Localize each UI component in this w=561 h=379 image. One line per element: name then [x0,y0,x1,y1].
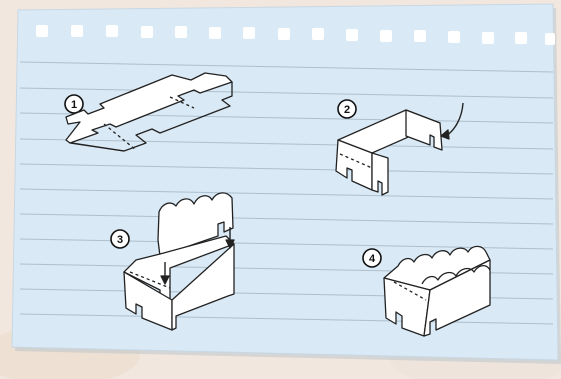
binding-holes [36,25,555,45]
assembled-holder-icon [383,245,491,337]
step-4-number: 4 [369,253,376,265]
step-4-badge [362,248,382,268]
step-2-number: 2 [344,104,350,116]
step-3-number: 3 [117,234,123,246]
flat-piece-icon [65,72,233,152]
step-1-number: 1 [71,99,77,111]
ruled-lines [19,61,554,325]
step-2-badge [337,99,357,119]
fold-piece-icon [335,102,464,196]
step-3-badge [110,229,130,249]
step-3: 3 [110,192,235,331]
step-1: 1 [64,72,233,152]
insert-piece-icon [123,192,235,331]
step-2: 2 [335,99,464,196]
step-4: 4 [362,245,491,337]
step-1-badge [64,94,84,114]
